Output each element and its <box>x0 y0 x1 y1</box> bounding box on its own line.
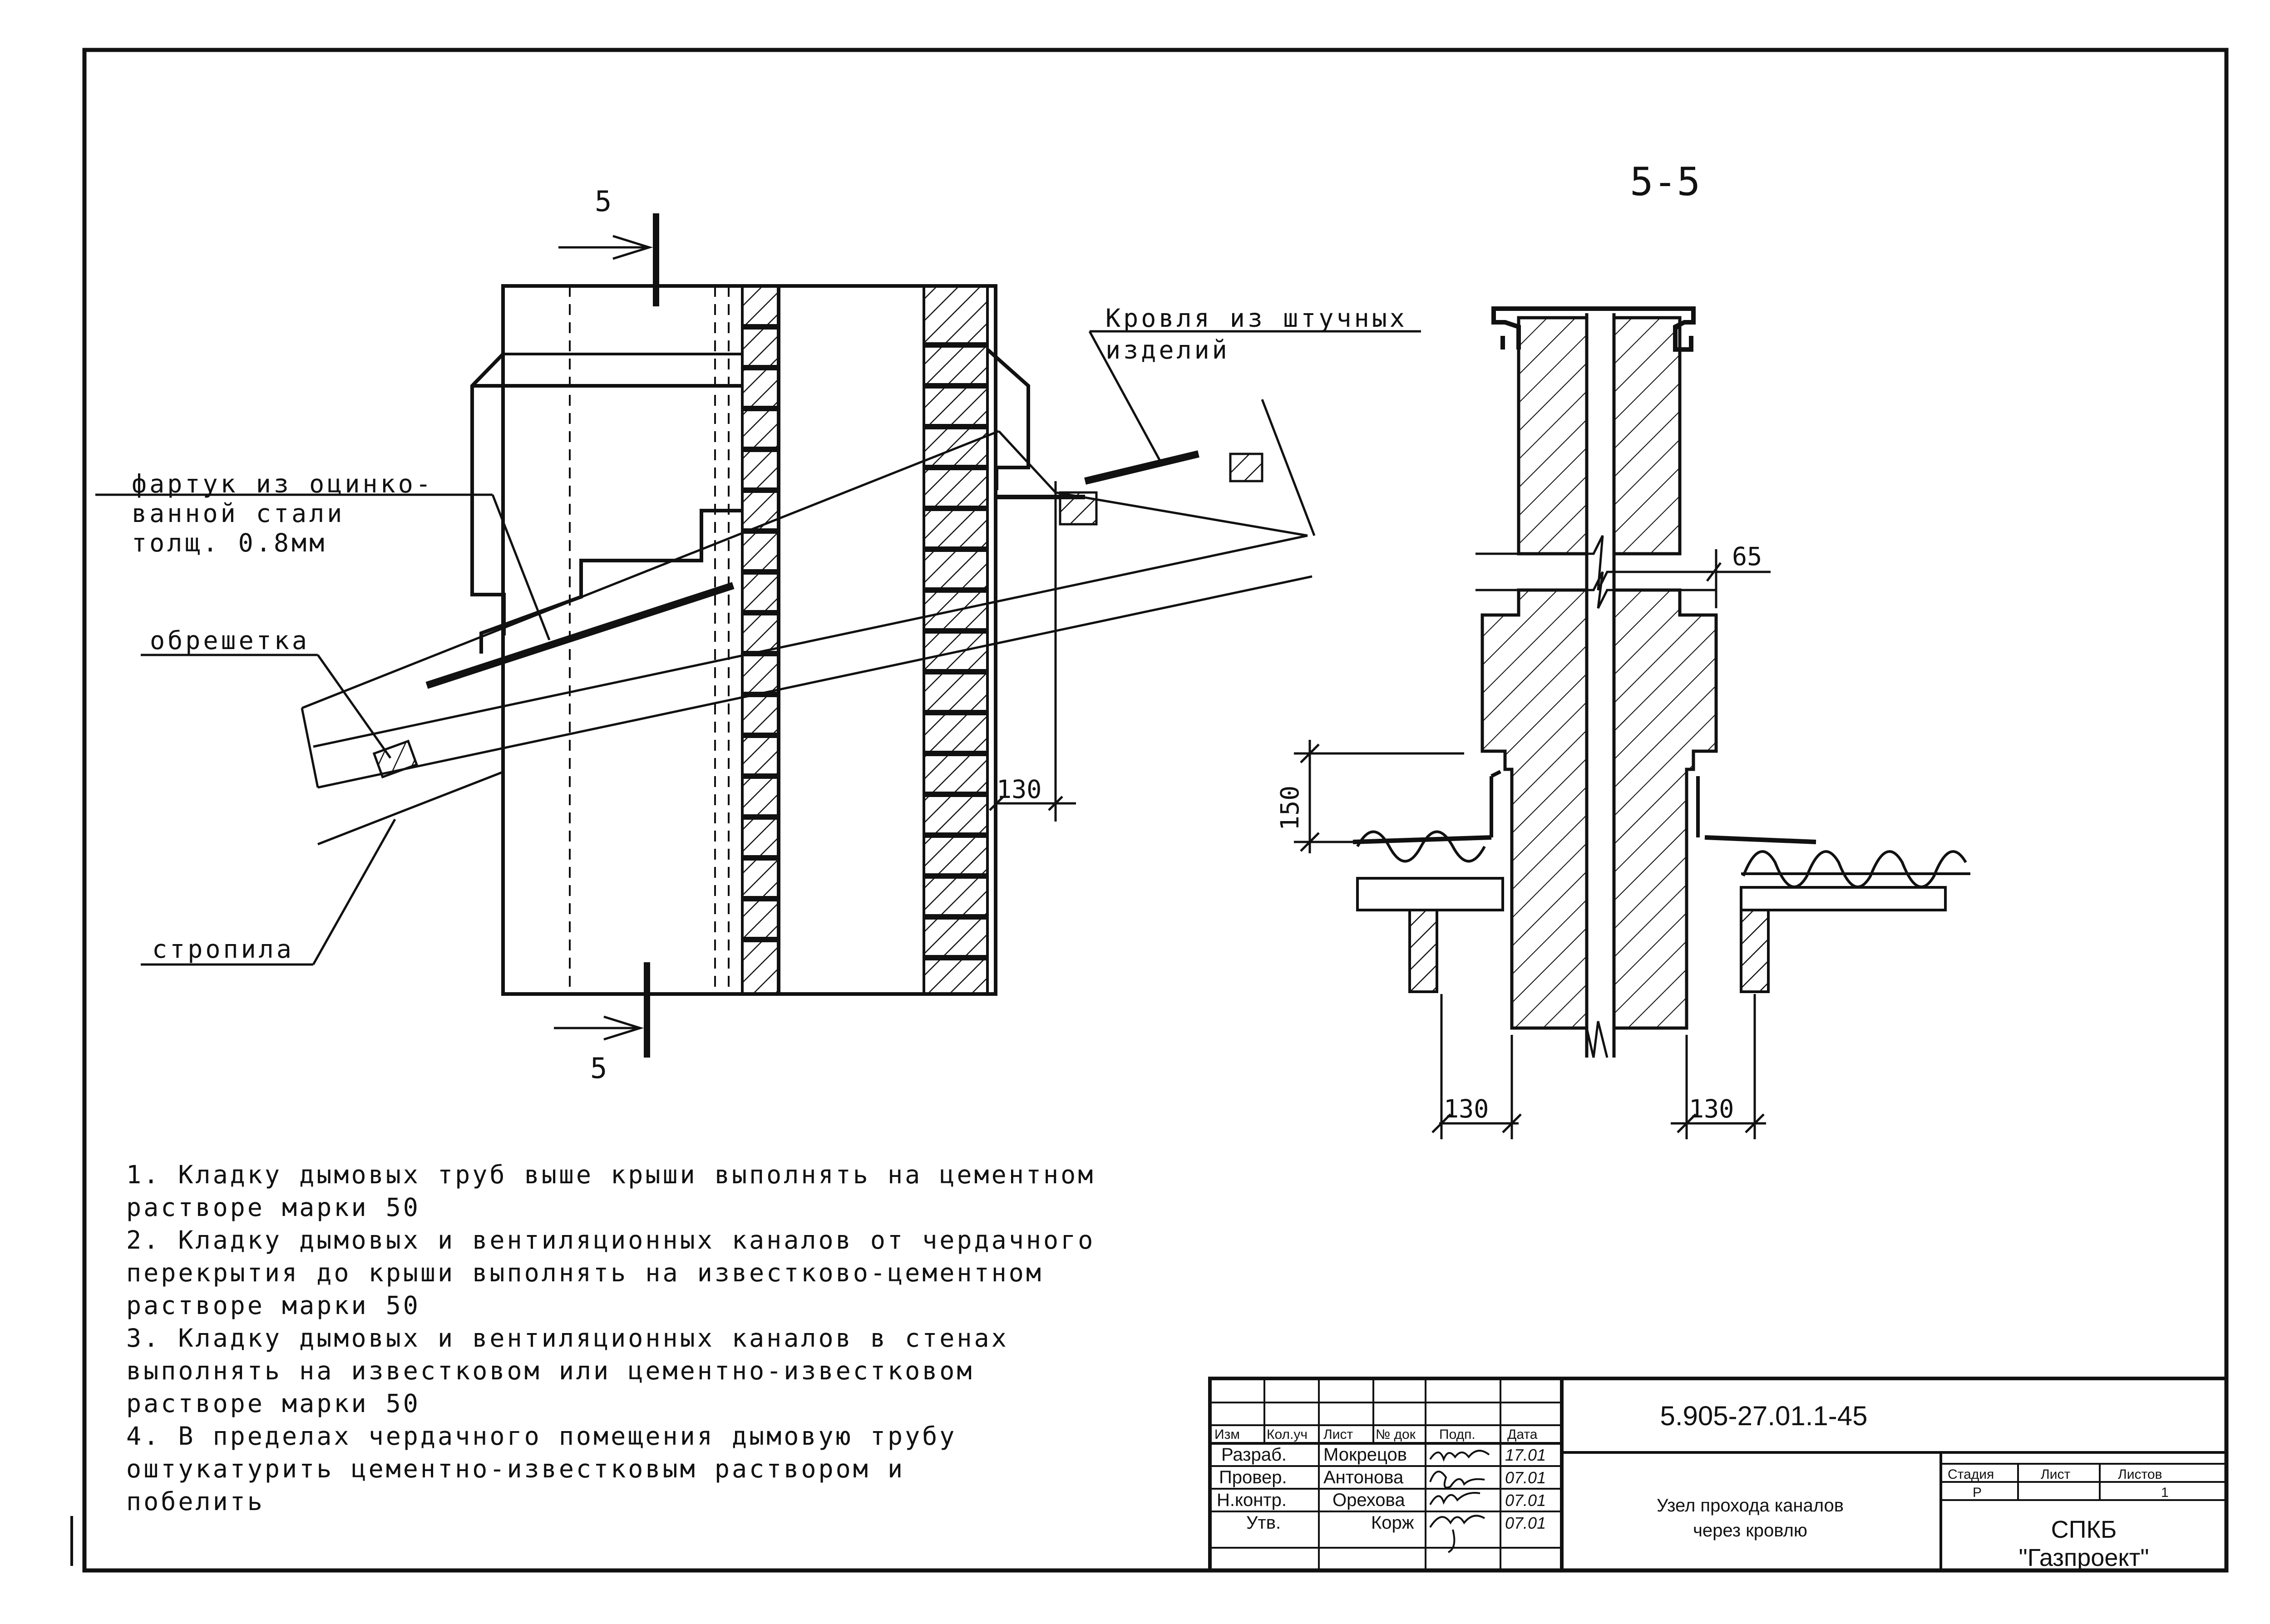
callout-apron-3: толщ. 0.8мм <box>132 528 327 557</box>
general-notes: 1. Кладку дымовых труб выше крыши выполн… <box>126 1158 1225 1518</box>
brick-column <box>741 285 780 995</box>
tb-sheet-label: Лист <box>2041 1467 2070 1482</box>
apron-flashing <box>479 509 742 654</box>
tb-sheets-value: 1 <box>2161 1485 2169 1500</box>
section-support-left <box>1356 877 1504 911</box>
cut-mark-top-label: 5 <box>595 185 612 218</box>
tb-name-3: Орехова <box>1332 1490 1405 1510</box>
title-block <box>1208 1377 2228 1572</box>
dimension-150-label: 150 <box>1275 786 1304 831</box>
tb-title-2: через кровлю <box>1693 1521 1807 1540</box>
section-title: 5-5 <box>1630 159 1700 205</box>
title-block-text: Изм Кол.уч Лист № док Подп. Дата Разраб.… <box>1214 1401 2169 1571</box>
roof-slope <box>301 399 1316 789</box>
tb-role-developer: Разраб. <box>1221 1445 1287 1465</box>
dimension-65-label: 65 <box>1732 542 1762 571</box>
callout-apron-2: ванной стали <box>132 499 345 528</box>
section-wall-right-upper <box>1612 316 1682 556</box>
tb-name-2: Антонова <box>1323 1467 1404 1487</box>
callout-apron-1: фартук из оцинко- <box>132 469 434 498</box>
note-line: оштукатурить цементно-известковым раство… <box>126 1454 905 1483</box>
tb-name-1: Мокрецов <box>1323 1445 1407 1465</box>
tb-header-kol: Кол.уч <box>1267 1427 1308 1442</box>
section-support-right <box>1740 886 1947 911</box>
dimension-65 <box>1680 549 1771 608</box>
note-line: 3. Кладку дымовых и вентиляционных канал… <box>126 1324 1009 1353</box>
brick-column <box>923 285 989 995</box>
callout-rafters: стропила <box>152 935 294 964</box>
dimension-base-left <box>1431 994 1522 1139</box>
tb-date-2: 07.01 <box>1505 1468 1546 1487</box>
tb-sheets-label: Листов <box>2118 1467 2162 1482</box>
note-line: растворе марки 50 <box>126 1193 420 1222</box>
cap-right <box>986 348 1030 490</box>
elevation-view: 5 5 фартук из оцинко- ванной стали толщ.… <box>95 185 1421 1085</box>
rafter-lower-edge <box>317 770 504 846</box>
tb-header-date: Дата <box>1507 1427 1538 1442</box>
tb-header-sign: Подп. <box>1439 1427 1476 1442</box>
dimension-150 <box>1294 740 1464 853</box>
signatures <box>1429 1450 1490 1553</box>
apron-strip <box>425 582 735 689</box>
tb-org-1: СПКБ <box>2051 1516 2117 1543</box>
section-wall-left-upper <box>1517 316 1589 556</box>
tb-org-2: "Газпроект" <box>2018 1544 2149 1571</box>
cut-mark-bottom-label: 5 <box>590 1052 607 1085</box>
note-line: выполнять на известковом или цементно-из… <box>126 1356 974 1385</box>
sheet-frame <box>82 48 2229 1573</box>
dimension-base-left-label: 130 <box>1444 1094 1489 1123</box>
note-line: 1. Кладку дымовых труб выше крыши выполн… <box>126 1160 1096 1189</box>
corrugated-roof-left <box>1356 830 1486 863</box>
tb-stage-value: Р <box>1973 1485 1982 1500</box>
section-view: 5-5 65 <box>1275 159 1970 1139</box>
section-wall-left-thick <box>1480 588 1589 1030</box>
corrugated-roof-right <box>1742 850 1967 888</box>
tb-header-doc: № док <box>1376 1427 1416 1442</box>
lathing-block <box>372 739 419 779</box>
callout-roof-2: изделий <box>1105 335 1230 364</box>
tb-date-3: 07.01 <box>1505 1491 1546 1510</box>
section-wall-right-thick <box>1612 588 1718 1030</box>
note-line: побелить <box>126 1487 265 1516</box>
callout-lathing: обрешетка <box>150 626 310 655</box>
callout-roof-1: Кровля из штучных <box>1105 304 1407 333</box>
note-line: растворе марки 50 <box>126 1389 420 1418</box>
tb-title-1: Узел прохода каналов <box>1657 1496 1844 1516</box>
tb-header-izm: Изм <box>1214 1427 1240 1442</box>
tb-stage-label: Стадия <box>1948 1467 1994 1482</box>
tb-role-normcontrol: Н.контр. <box>1217 1490 1287 1510</box>
chimney-cap <box>470 286 506 635</box>
note-line: 4. В пределах чердачного помещения дымов… <box>126 1422 957 1451</box>
dimension-base-right-label: 130 <box>1689 1094 1734 1123</box>
tb-role-approver: Утв. <box>1246 1513 1281 1533</box>
tb-name-4: Корж <box>1371 1513 1414 1533</box>
tb-doc-number: 5.905-27.01.1-45 <box>1660 1401 1867 1431</box>
break-line <box>1476 535 1716 591</box>
dimension-130-label: 130 <box>997 775 1041 804</box>
note-line: растворе марки 50 <box>126 1291 420 1320</box>
tb-role-checker: Провер. <box>1219 1467 1287 1487</box>
note-line: перекрытия до крыши выполнять на известк… <box>126 1258 1043 1287</box>
dimension-130 <box>989 481 1076 822</box>
note-line: 2. Кладку дымовых и вентиляционных канал… <box>126 1225 1096 1255</box>
tb-date-4: 07.01 <box>1505 1514 1546 1532</box>
tb-header-list: Лист <box>1323 1427 1353 1442</box>
tb-date-1: 17.01 <box>1505 1446 1546 1464</box>
dimension-base-right <box>1671 994 1766 1139</box>
